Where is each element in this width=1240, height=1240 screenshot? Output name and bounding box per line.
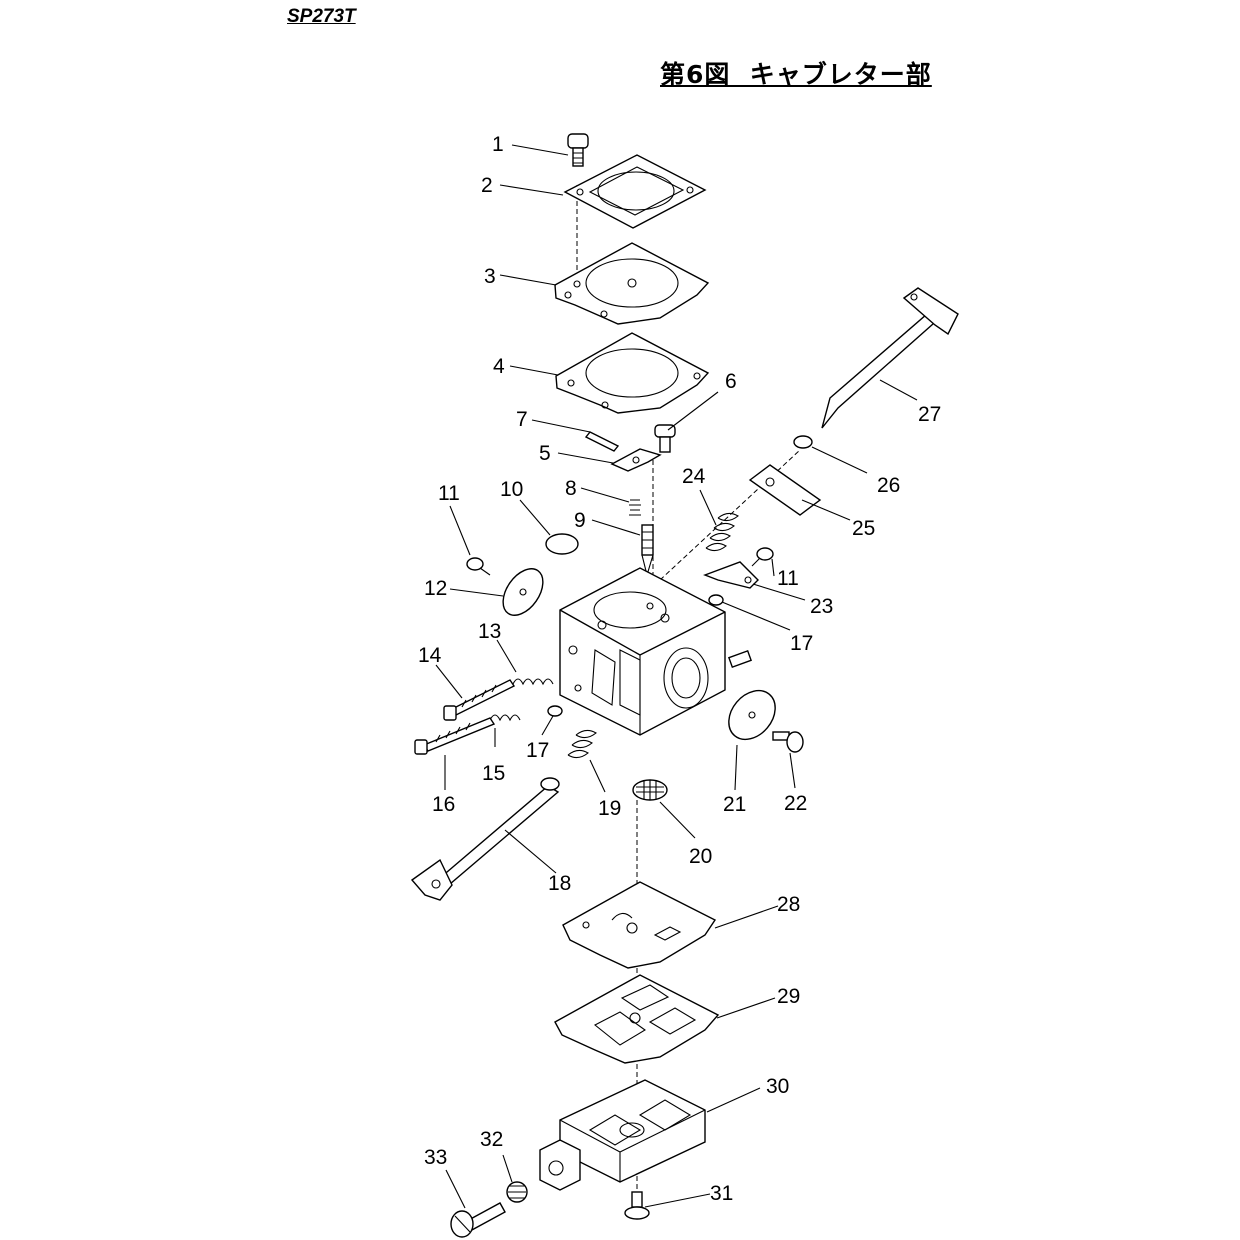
part-3-diaphragm xyxy=(554,242,710,325)
callout-30: 30 xyxy=(766,1075,789,1098)
callout-20: 20 xyxy=(689,845,712,868)
part-22-screw xyxy=(772,731,804,753)
callout-33: 33 xyxy=(424,1146,447,1169)
part-29-gasket xyxy=(554,974,720,1064)
part-23-lever xyxy=(703,561,759,589)
callout-15: 15 xyxy=(482,762,505,785)
callout-21: 21 xyxy=(723,793,746,816)
part-26-ring xyxy=(793,435,813,449)
callout-24: 24 xyxy=(682,465,706,488)
part-4-gasket xyxy=(555,332,710,414)
part-20-screen xyxy=(632,779,668,801)
callout-6: 6 xyxy=(725,370,737,393)
leader-lines xyxy=(435,144,918,1209)
part-30-pump-cover xyxy=(539,1079,706,1191)
part-7-pin xyxy=(584,431,620,452)
part-32-spring xyxy=(506,1181,528,1203)
callout-32: 32 xyxy=(480,1128,503,1151)
callout-1: 1 xyxy=(492,133,504,156)
callout-22: 22 xyxy=(784,792,807,815)
part-17-ring-right xyxy=(708,594,724,606)
callout-12: 12 xyxy=(424,577,447,600)
callout-27: 27 xyxy=(918,403,941,426)
callout-8: 8 xyxy=(565,477,577,500)
part-11-screw-left xyxy=(466,557,491,576)
part-33-screw xyxy=(450,1202,506,1238)
callout-labels: 1 2 3 4 5 6 7 8 9 10 11 11 12 13 14 15 1… xyxy=(418,133,941,1205)
callout-2: 2 xyxy=(481,174,493,197)
part-9-needle xyxy=(641,524,654,578)
callout-28: 28 xyxy=(777,893,800,916)
callout-31: 31 xyxy=(710,1182,733,1205)
callout-17-left: 17 xyxy=(526,739,549,762)
part-15-spring xyxy=(489,714,521,722)
part-17-ring-left xyxy=(547,705,563,717)
figure-title: 第6図 キャブレター部 xyxy=(660,60,932,89)
part-25-choke-plate xyxy=(748,464,822,516)
carburetor-body xyxy=(559,567,753,736)
part-11-screw-right xyxy=(751,547,774,567)
part-6-screw xyxy=(654,424,676,453)
part-28-gasket xyxy=(562,881,717,969)
callout-23: 23 xyxy=(810,595,833,618)
part-27-choke-shaft xyxy=(821,287,959,429)
callout-11-right: 11 xyxy=(777,567,799,590)
part-21-plate xyxy=(728,689,776,741)
part-31-screw xyxy=(624,1191,650,1220)
part-14-needle xyxy=(443,679,516,721)
part-19-spring xyxy=(567,729,597,759)
callout-9: 9 xyxy=(574,509,586,532)
callout-14: 14 xyxy=(418,644,442,667)
callout-11-left: 11 xyxy=(438,482,460,505)
part-18-throttle-shaft xyxy=(410,777,560,901)
callout-5: 5 xyxy=(539,442,551,465)
callout-18: 18 xyxy=(548,872,571,895)
part-8-spring xyxy=(629,499,641,516)
part-10-plug xyxy=(545,533,579,555)
part-16-needle xyxy=(414,717,496,755)
part-2-cover xyxy=(563,154,707,229)
callout-17-right: 17 xyxy=(790,632,813,655)
model-number: SP273T xyxy=(287,6,356,27)
callout-13: 13 xyxy=(478,620,501,643)
callout-7: 7 xyxy=(516,408,528,431)
callout-26: 26 xyxy=(877,474,900,497)
part-5-lever xyxy=(610,448,662,472)
callout-29: 29 xyxy=(777,985,800,1008)
part-1-screw xyxy=(567,133,589,167)
part-12-throttle-plate xyxy=(502,568,544,616)
callout-25: 25 xyxy=(852,517,875,540)
part-13-spring xyxy=(512,678,554,686)
callout-10: 10 xyxy=(500,478,523,501)
callout-4: 4 xyxy=(493,355,505,378)
part-24-spring xyxy=(705,512,739,552)
callout-19: 19 xyxy=(598,797,621,820)
callout-3: 3 xyxy=(484,265,496,288)
callout-16: 16 xyxy=(432,793,455,816)
